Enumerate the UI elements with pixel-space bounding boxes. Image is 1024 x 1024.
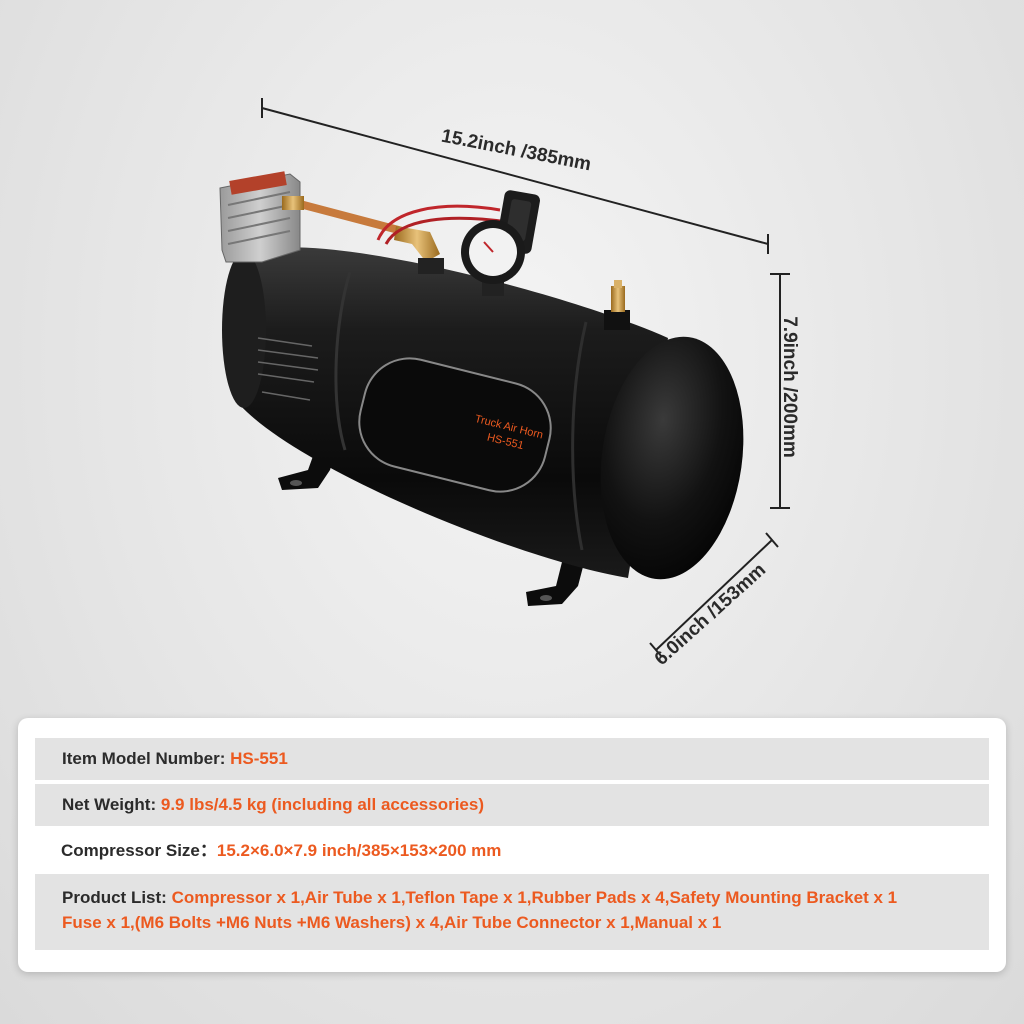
spec-card: Item Model Number: HS-551 Net Weight: 9.…	[18, 718, 1006, 972]
brass-valve	[604, 280, 630, 330]
air-tank	[222, 247, 744, 580]
spec-value-model: HS-551	[230, 749, 288, 768]
spec-row-product-list: Product List: Compressor x 1,Air Tube x …	[35, 874, 989, 950]
dimension-line-length	[261, 98, 769, 254]
copper-air-pipe	[282, 196, 444, 274]
spec-label-product-list: Product List:	[62, 888, 167, 907]
pressure-gauge	[461, 220, 525, 296]
product-image-area: 15.2inch /385mm 7.9inch /200mm 6.0inch /…	[219, 98, 800, 670]
spec-row-weight: Net Weight: 9.9 lbs/4.5 kg (including al…	[35, 784, 989, 826]
spec-label-weight: Net Weight:	[62, 795, 157, 814]
spec-value-product-list-line2: Fuse x 1,(M6 Bolts +M6 Nuts +M6 Washers)…	[62, 913, 722, 932]
dimension-line-height	[770, 273, 790, 509]
dimension-height-label: 7.9inch /200mm	[778, 316, 800, 458]
spec-row-size: Compressor Size：15.2×6.0×7.9 inch/385×15…	[35, 830, 989, 872]
wiring	[376, 204, 509, 245]
spec-label-size: Compressor Size：	[61, 841, 217, 860]
compressor-motor-head	[219, 171, 301, 263]
spec-value-product-list-line1: Compressor x 1,Air Tube x 1,Teflon Tape …	[171, 888, 898, 907]
compressor-illustration	[219, 98, 790, 658]
spec-row-model: Item Model Number: HS-551	[35, 738, 989, 780]
dimension-line-width	[649, 532, 779, 658]
spec-value-weight: 9.9 lbs/4.5 kg (including all accessorie…	[160, 795, 484, 814]
spec-value-size: 15.2×6.0×7.9 inch/385×153×200 mm	[216, 841, 502, 860]
spec-label-model: Item Model Number:	[62, 749, 226, 768]
